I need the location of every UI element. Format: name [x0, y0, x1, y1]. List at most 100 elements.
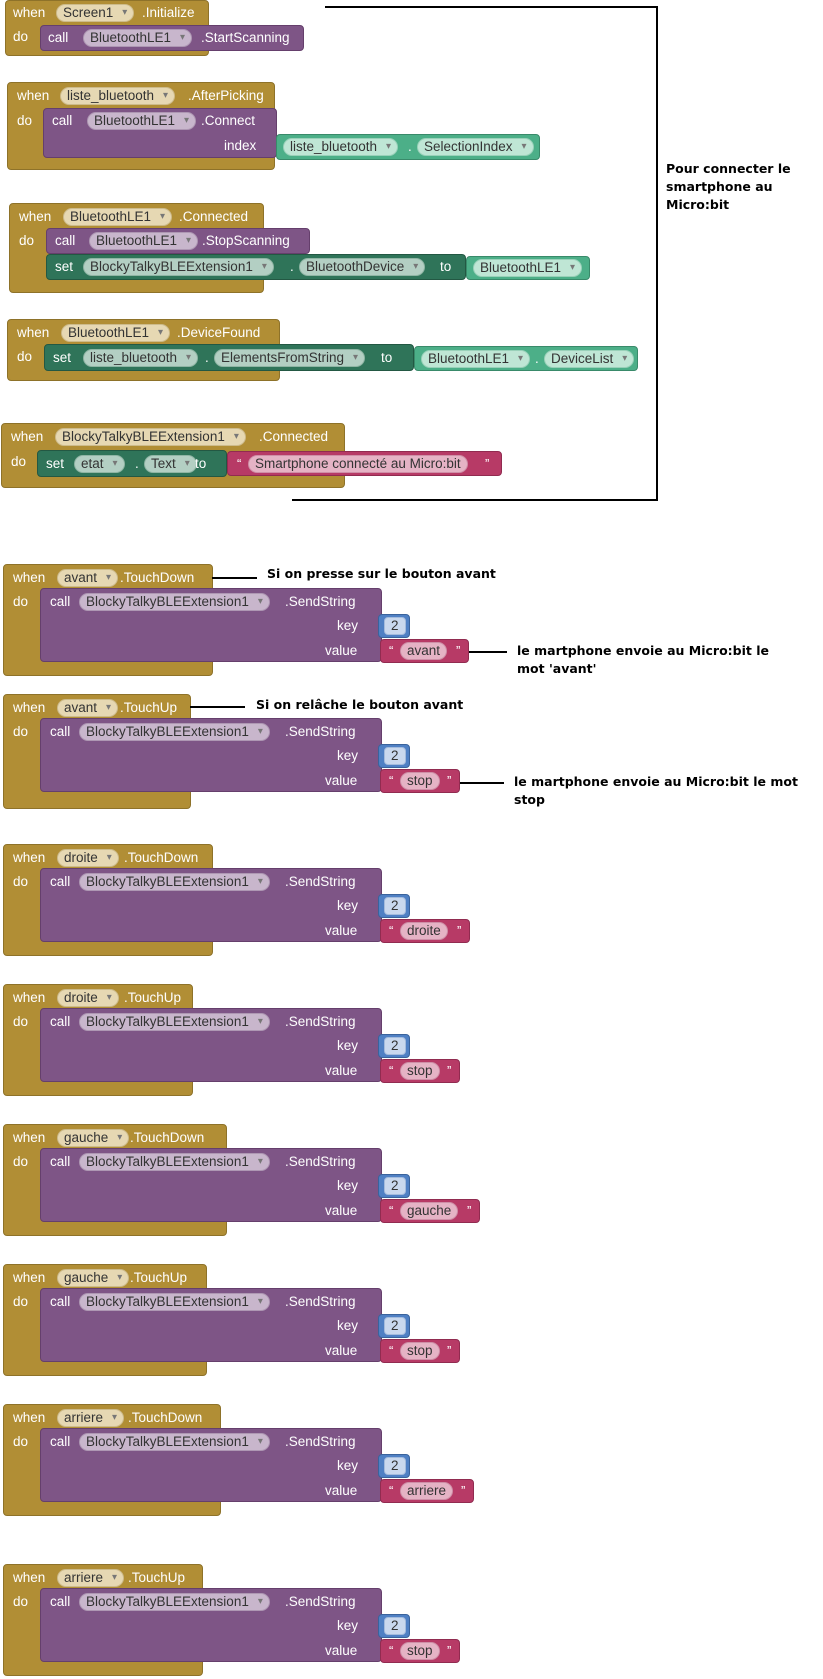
component-dropdown[interactable]: BlockyTalkyBLEExtension1 [79, 1153, 270, 1171]
key-value[interactable]: 2 [384, 1037, 406, 1055]
key-value[interactable]: 2 [384, 897, 406, 915]
key-value[interactable]: 2 [384, 1617, 406, 1635]
getter-block-devicelist[interactable]: BluetoothLE1 . DeviceList [414, 346, 638, 371]
number-block-key[interactable]: 2 [378, 614, 410, 638]
key-value[interactable]: 2 [384, 1177, 406, 1195]
event-name: .TouchUp [124, 990, 182, 1005]
call-block-sendstring[interactable]: callBlockyTalkyBLEExtension1.SendStringk… [40, 1428, 382, 1502]
number-block-key[interactable]: 2 [378, 744, 410, 768]
to-label: to [195, 456, 207, 471]
component-dropdown[interactable]: liste_bluetooth [60, 87, 176, 105]
key-label: key [337, 898, 359, 913]
text-block-value[interactable]: “droite” [380, 919, 470, 943]
component-dropdown[interactable]: droite [57, 849, 119, 867]
component-dropdown[interactable]: liste_bluetooth [83, 349, 199, 367]
number-block-key[interactable]: 2 [378, 1454, 410, 1478]
call-label: call [55, 233, 76, 248]
string-value[interactable]: Smartphone connecté au Micro:bit [248, 455, 468, 473]
setter-block-elementsfromstring[interactable]: set liste_bluetooth . ElementsFromString… [44, 344, 414, 371]
component-dropdown[interactable]: avant [57, 699, 119, 717]
string-value[interactable]: stop [400, 1062, 440, 1080]
component-dropdown[interactable]: BluetoothLE1 [421, 350, 531, 368]
component-dropdown[interactable]: BlockyTalkyBLEExtension1 [83, 258, 274, 276]
component-dropdown[interactable]: arriere [57, 1569, 125, 1587]
string-value[interactable]: stop [400, 1342, 440, 1360]
string-value[interactable]: avant [400, 642, 448, 660]
component-dropdown[interactable]: droite [57, 989, 119, 1007]
property-dropdown[interactable]: DeviceList [544, 350, 635, 368]
string-value[interactable]: droite [400, 922, 448, 940]
component-dropdown[interactable]: BluetoothLE1 [89, 232, 199, 250]
component-dropdown[interactable]: BlockyTalkyBLEExtension1 [79, 1593, 270, 1611]
when-label: when [13, 1270, 46, 1285]
event-name: .TouchDown [128, 1410, 203, 1425]
call-block-sendstring[interactable]: callBlockyTalkyBLEExtension1.SendStringk… [40, 1588, 382, 1662]
component-dropdown[interactable]: BluetoothLE1 [63, 208, 173, 226]
event-name: .Initialize [142, 5, 195, 20]
number-block-key[interactable]: 2 [378, 1314, 410, 1338]
text-block-value[interactable]: “stop” [380, 769, 460, 793]
component-dropdown[interactable]: liste_bluetooth [283, 138, 399, 156]
text-block-value[interactable]: “avant” [380, 639, 469, 663]
component-dropdown[interactable]: BlockyTalkyBLEExtension1 [79, 1013, 270, 1031]
call-block-sendstring[interactable]: callBlockyTalkyBLEExtension1.SendStringk… [40, 588, 382, 662]
component-dropdown[interactable]: BluetoothLE1 [61, 324, 171, 342]
component-dropdown[interactable]: arriere [57, 1409, 125, 1427]
component-dropdown[interactable]: gauche [57, 1129, 130, 1147]
text-block-value[interactable]: “gauche” [380, 1199, 480, 1223]
number-block-key[interactable]: 2 [378, 1174, 410, 1198]
property-dropdown[interactable]: Text [144, 455, 197, 473]
component-dropdown[interactable]: Screen1 [56, 4, 135, 22]
text-block-value[interactable]: “stop” [380, 1339, 460, 1363]
setter-block-bluetoothdevice[interactable]: set BlockyTalkyBLEExtension1 . Bluetooth… [46, 254, 466, 280]
property-dropdown[interactable]: BluetoothDevice [299, 258, 426, 276]
string-value[interactable]: arriere [400, 1482, 454, 1500]
call-block-sendstring[interactable]: callBlockyTalkyBLEExtension1.SendStringk… [40, 718, 382, 792]
key-value[interactable]: 2 [384, 617, 406, 635]
component-dropdown[interactable]: BlockyTalkyBLEExtension1 [55, 428, 246, 446]
number-block-key[interactable]: 2 [378, 894, 410, 918]
call-block-sendstring[interactable]: callBlockyTalkyBLEExtension1.SendStringk… [40, 868, 382, 942]
key-value[interactable]: 2 [384, 1457, 406, 1475]
component-dropdown[interactable]: BlockyTalkyBLEExtension1 [79, 723, 270, 741]
component-dropdown[interactable]: BluetoothLE1 [83, 29, 193, 47]
component-dropdown[interactable]: BlockyTalkyBLEExtension1 [79, 1433, 270, 1451]
string-value[interactable]: stop [400, 1642, 440, 1660]
number-block-key[interactable]: 2 [378, 1034, 410, 1058]
call-block-startscanning[interactable]: call BluetoothLE1 .StartScanning [40, 25, 304, 51]
string-value[interactable]: stop [400, 772, 440, 790]
text-block-value[interactable]: “arriere” [380, 1479, 474, 1503]
call-block-sendstring[interactable]: callBlockyTalkyBLEExtension1.SendStringk… [40, 1008, 382, 1082]
component-dropdown[interactable]: BlockyTalkyBLEExtension1 [79, 873, 270, 891]
text-block-value[interactable]: “stop” [380, 1639, 460, 1663]
value-label: value [325, 1343, 358, 1358]
do-label: do [13, 29, 29, 44]
call-block-sendstring[interactable]: callBlockyTalkyBLEExtension1.SendStringk… [40, 1148, 382, 1222]
component-dropdown[interactable]: BlockyTalkyBLEExtension1 [79, 593, 270, 611]
key-value[interactable]: 2 [384, 747, 406, 765]
key-value[interactable]: 2 [384, 1317, 406, 1335]
key-label: key [337, 1458, 359, 1473]
call-block-stopscanning[interactable]: call BluetoothLE1 .StopScanning [46, 228, 310, 254]
component-dropdown[interactable]: BluetoothLE1 [473, 259, 583, 277]
component-dropdown[interactable]: avant [57, 569, 119, 587]
text-block-value[interactable]: “stop” [380, 1059, 460, 1083]
component-dropdown[interactable]: etat [74, 455, 125, 473]
method-name: .SendString [285, 1434, 356, 1449]
string-value[interactable]: gauche [400, 1202, 459, 1220]
getter-block-selectionindex[interactable]: liste_bluetooth . SelectionIndex [276, 134, 540, 160]
call-block-sendstring[interactable]: callBlockyTalkyBLEExtension1.SendStringk… [40, 1288, 382, 1362]
close-quote: ” [447, 773, 452, 788]
call-block-connect[interactable]: call BluetoothLE1 .Connect index [43, 108, 277, 158]
text-block-connected-message[interactable]: “ Smartphone connecté au Micro:bit ” [227, 451, 502, 476]
setter-block-etat-text[interactable]: set etat . Text to [37, 450, 227, 477]
property-dropdown[interactable]: SelectionIndex [417, 138, 534, 156]
number-block-key[interactable]: 2 [378, 1614, 410, 1638]
component-dropdown[interactable]: BluetoothLE1 [87, 112, 197, 130]
component-dropdown[interactable]: gauche [57, 1269, 130, 1287]
event-name: .DeviceFound [177, 325, 261, 340]
do-label: do [13, 1294, 29, 1309]
component-dropdown[interactable]: BlockyTalkyBLEExtension1 [79, 1293, 270, 1311]
property-dropdown[interactable]: ElementsFromString [214, 349, 366, 367]
getter-block-bluetoothle1[interactable]: BluetoothLE1 [466, 256, 590, 280]
